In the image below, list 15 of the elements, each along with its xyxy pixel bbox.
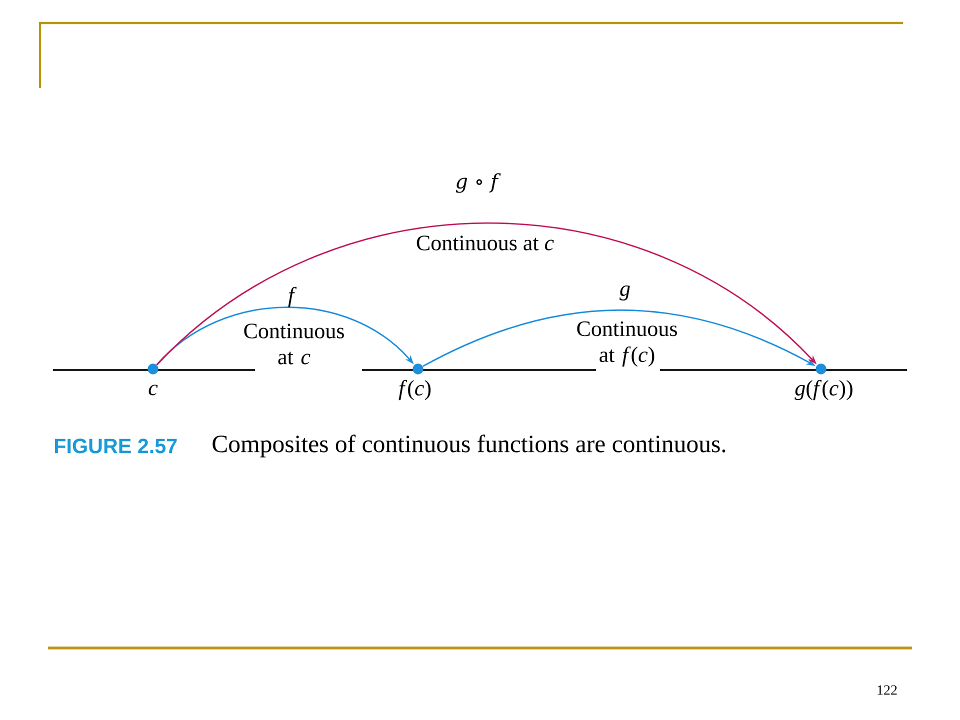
point-dot [816, 364, 826, 374]
annotation-text: Continuous at f(c) [577, 321, 677, 367]
point-dot [148, 364, 158, 374]
edge-label: g ∘ f [456, 173, 501, 193]
point-label: c [148, 384, 158, 396]
caption: Composites of continuous functions are continuous. [212, 434, 726, 458]
point-dot [412, 364, 424, 374]
edge-label: g [620, 285, 630, 301]
figure-number: FIGURE 2.57 [55, 438, 177, 454]
point-label: g(f(c)) [794, 380, 852, 400]
edge-label: f [288, 286, 297, 308]
annotation-text: Continuous at c [244, 324, 344, 364]
page-number: 122 [878, 685, 897, 695]
annotation-text: Continuous at c [416, 236, 554, 250]
point-label: f(c) [398, 380, 431, 400]
